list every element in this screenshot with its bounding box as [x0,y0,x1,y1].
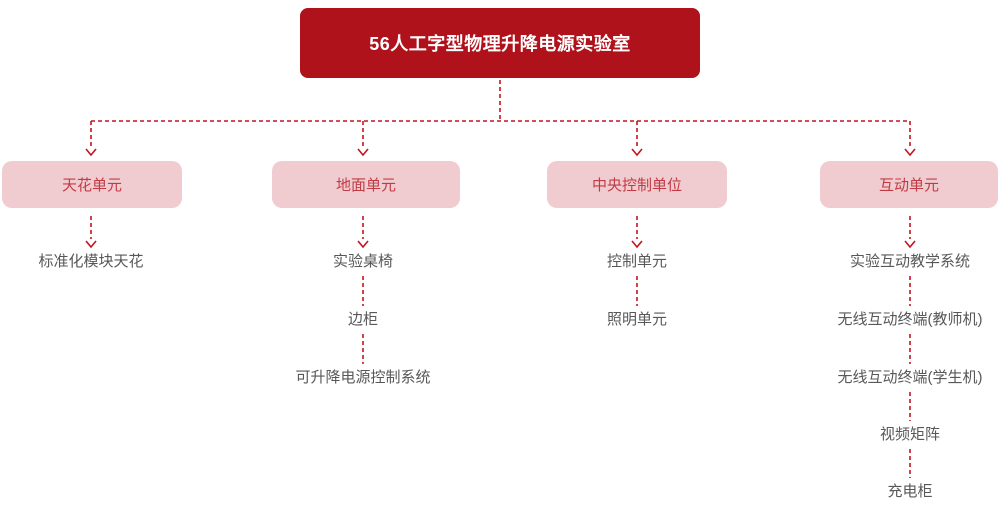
leaf-node: 可升降电源控制系统 [295,369,431,386]
leaf-node: 无线互动终端(学生机) [837,369,983,386]
branch-node-label: 地面单元 [335,177,396,194]
arrowhead-icon [904,148,916,157]
arrowhead-icon [904,240,916,249]
leaf-node: 视频矩阵 [879,426,940,443]
arrowhead-icon [631,148,643,157]
branch-node-ceiling-unit: 天花单元 [2,161,182,208]
arrowhead-icon [631,240,643,249]
leaf-node: 实验桌椅 [332,253,393,270]
branch-node-interactive-unit: 互动单元 [820,161,998,208]
branch-node-label: 天花单元 [61,177,122,194]
arrowhead-icon [85,148,97,157]
leaf-node: 充电柜 [887,483,933,500]
branch-node-label: 互动单元 [878,177,939,194]
leaf-node: 边柜 [347,311,378,328]
arrowhead-icon [85,240,97,249]
root-node-label: 56人工字型物理升降电源实验室 [369,34,631,54]
branch-node-central-control-unit: 中央控制单位 [547,161,727,208]
root-node: 56人工字型物理升降电源实验室 [300,8,700,78]
leaf-node: 控制单元 [606,253,667,270]
leaf-node: 照明单元 [606,311,667,328]
leaf-node: 无线互动终端(教师机) [837,311,983,328]
arrowhead-icon [357,240,369,249]
branch-node-floor-unit: 地面单元 [272,161,460,208]
arrowhead-icon [357,148,369,157]
branch-node-label: 中央控制单位 [591,177,682,194]
leaf-node: 标准化模块天花 [38,253,144,270]
leaf-node: 实验互动教学系统 [849,253,970,270]
